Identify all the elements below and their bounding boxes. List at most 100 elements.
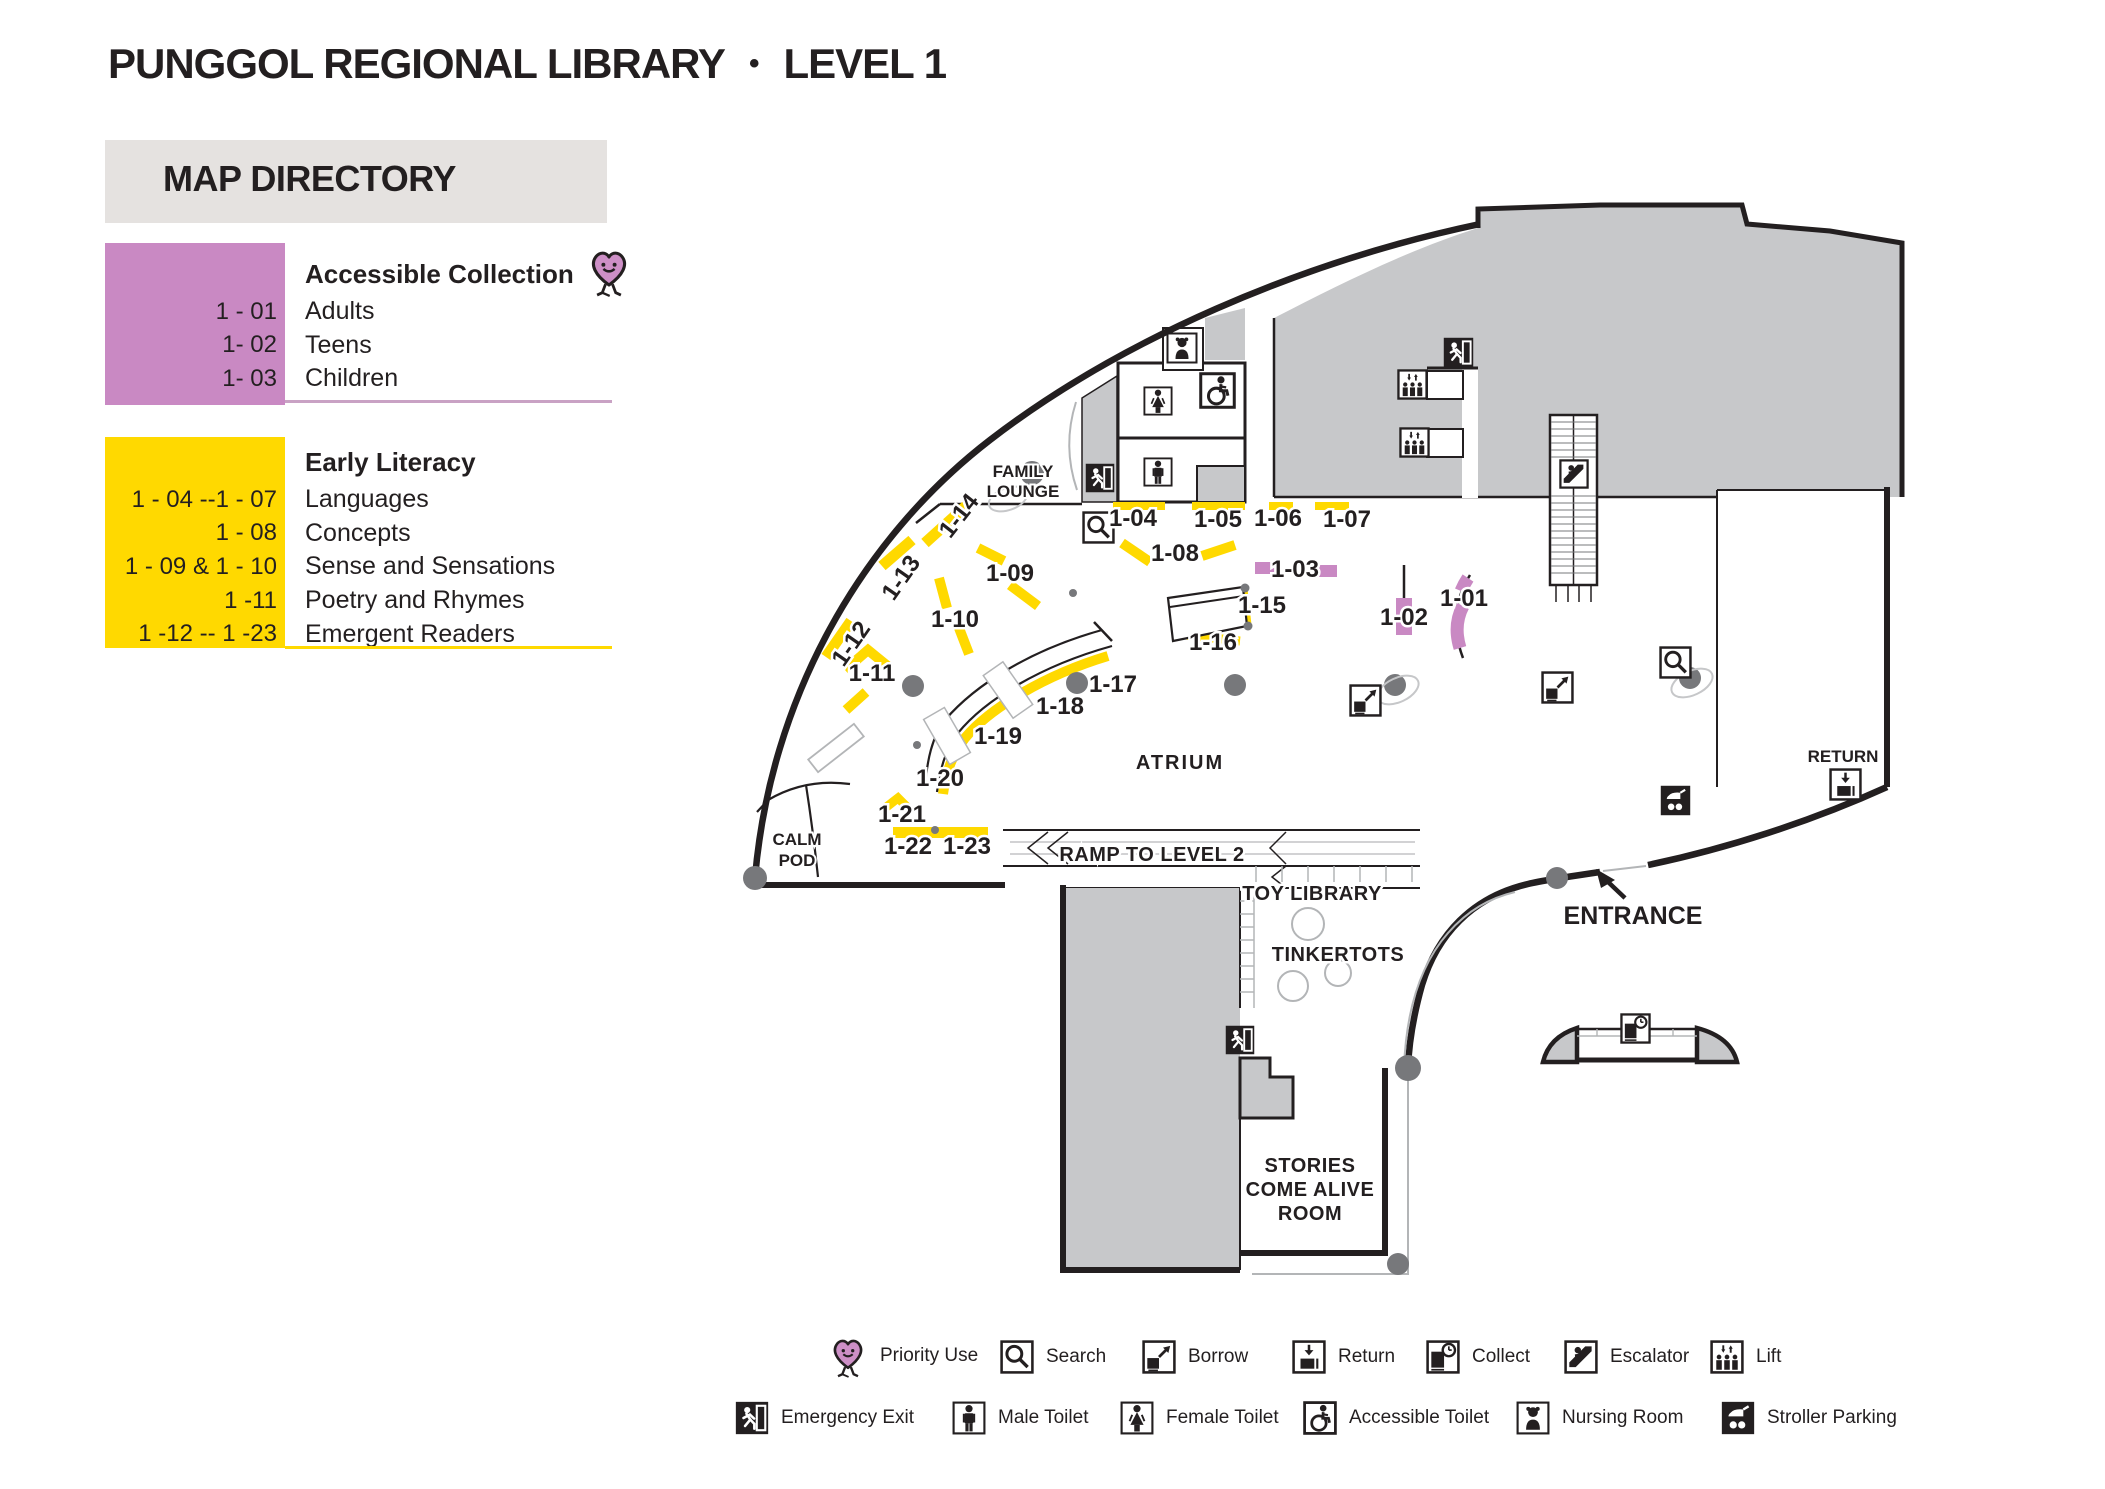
collect-icon <box>1426 1340 1460 1374</box>
entrance-label: ENTRANCE <box>1564 902 1703 930</box>
return-icon <box>1292 1340 1326 1374</box>
collect-icon <box>1620 1013 1651 1044</box>
calm-pod <box>756 722 866 878</box>
directory-row: 1 -11 Poetry and Rhymes <box>224 586 525 615</box>
shelf-code: 1-20 <box>916 765 964 792</box>
map-directory-heading: MAP DIRECTORY <box>105 140 607 223</box>
stories-come-alive-room <box>1240 1068 1409 1275</box>
shelf-code: 1-15 <box>1238 592 1286 619</box>
stories-room-label: ROOM <box>1278 1203 1342 1225</box>
nursing-room-icon <box>1516 1401 1550 1435</box>
legend-female-toilet: Female Toilet <box>1120 1401 1279 1435</box>
calm-pod-label: CALM <box>772 830 821 849</box>
borrow-icon <box>1142 1340 1176 1374</box>
directory-row: 1 - 09 & 1 - 10 Sense and Sensations <box>124 552 556 581</box>
emergency-exit-icon <box>735 1401 769 1435</box>
lift-icon <box>1397 369 1428 400</box>
shelf-code: 1-06 <box>1254 505 1302 532</box>
legend-accessible-toilet: Accessible Toilet <box>1303 1401 1489 1435</box>
accessible-toilet-icon <box>1199 372 1236 409</box>
directory-row: 1 - 08 Concepts <box>215 518 411 547</box>
return-label: RETURN <box>1808 747 1879 766</box>
priority-use-heart-icon <box>585 243 633 299</box>
borrow-icon <box>1349 684 1382 717</box>
accessible-collection-shelves <box>1255 562 1474 659</box>
emergency-exit-icon <box>1085 463 1115 493</box>
borrow-icon <box>1541 671 1574 704</box>
atrium-label: ATRIUM <box>1136 752 1224 774</box>
directory-row: 1- 03 Children <box>222 364 399 393</box>
return-icon <box>1829 768 1862 801</box>
section-title: Accessible Collection <box>305 259 574 289</box>
entrance-arrow-icon <box>1596 869 1627 900</box>
stroller-parking-icon <box>1660 785 1691 816</box>
curved-facade-wall <box>751 220 1481 879</box>
escalator-icon <box>1564 1340 1598 1374</box>
shelf-code: 1-11 <box>849 660 896 687</box>
curved-shelf <box>922 621 1113 793</box>
emergency-exit-icon <box>1225 1025 1255 1055</box>
early-literacy-swatch <box>105 437 285 648</box>
toy-library-label: TOY LIBRARY <box>1242 883 1382 905</box>
section-divider <box>285 646 612 649</box>
shelf-code: 1-02 <box>1380 604 1428 631</box>
legend-escalator: Escalator <box>1564 1340 1689 1374</box>
legend-lift: Lift <box>1710 1340 1781 1374</box>
legend-return: Return <box>1292 1340 1395 1374</box>
shelf-code: 1-01 <box>1440 585 1488 612</box>
legend-nursing-room: Nursing Room <box>1516 1401 1683 1435</box>
family-lounge <box>915 401 1082 524</box>
emergency-exit-icon <box>1443 337 1474 368</box>
return-yard <box>1716 487 1890 787</box>
legend-stroller-parking: Stroller Parking <box>1721 1401 1897 1435</box>
library-name: PUNGGOL REGIONAL LIBRARY <box>108 40 726 87</box>
shelf-code: 1-16 <box>1189 629 1237 656</box>
quad-shelf <box>1166 583 1253 643</box>
legend-search: Search <box>1000 1340 1106 1374</box>
calm-pod-label: POD <box>779 851 816 870</box>
tinkertots-label: TINKERTOTS <box>1272 944 1404 966</box>
escalator-icon <box>1559 459 1589 489</box>
stories-room-label: STORIES <box>1265 1155 1356 1177</box>
lift-lobby <box>1426 366 1478 498</box>
escalator <box>1548 413 1599 602</box>
building-gray-mass <box>1272 202 1905 499</box>
accessible-toilet-icon <box>1303 1401 1337 1435</box>
shelf-code: 1-23 <box>943 833 991 860</box>
shelf-code: 1-05 <box>1194 506 1242 533</box>
shelf-code: 1-21 <box>878 801 926 828</box>
accessible-collection-swatch <box>105 243 285 405</box>
lift-icon <box>1710 1340 1744 1374</box>
lift-icon <box>1399 427 1430 458</box>
priority-use-heart-icon <box>828 1332 868 1380</box>
shelf-code: 1-22 <box>884 833 932 860</box>
shelf-code: 1-09 <box>986 560 1034 587</box>
legend-male-toilet: Male Toilet <box>952 1401 1088 1435</box>
nursing-room-icon <box>1166 332 1198 364</box>
structural-columns <box>743 461 1714 1275</box>
male-toilet-icon <box>1143 457 1173 487</box>
ramp-label: RAMP TO LEVEL 2 <box>1059 844 1244 866</box>
toy-library-wall <box>1239 888 1352 1008</box>
page-title: PUNGGOL REGIONAL LIBRARY • LEVEL 1 <box>108 40 947 88</box>
section-title: Early Literacy <box>305 447 476 477</box>
service-corridor <box>1060 885 1295 1273</box>
legend-priority-use: Priority Use <box>828 1332 978 1380</box>
shelf-code: 1-07 <box>1323 506 1371 533</box>
stories-room-label: COME ALIVE <box>1246 1179 1375 1201</box>
search-icon <box>1000 1340 1034 1374</box>
male-toilet-icon <box>952 1401 986 1435</box>
shelf-code: 1-18 <box>1036 693 1084 720</box>
shelf-code: 1-03 <box>1271 556 1319 583</box>
level-label: LEVEL 1 <box>783 40 947 87</box>
section-divider <box>285 400 612 403</box>
search-icon <box>1659 646 1692 679</box>
female-toilet-icon <box>1143 386 1173 416</box>
shelf-code: 1-19 <box>974 723 1022 750</box>
shelf-code: 1-08 <box>1151 540 1199 567</box>
title-bullet: • <box>748 47 760 80</box>
collect-kiosk <box>1540 1024 1740 1065</box>
directory-row: 1 - 01 Adults <box>215 297 375 326</box>
